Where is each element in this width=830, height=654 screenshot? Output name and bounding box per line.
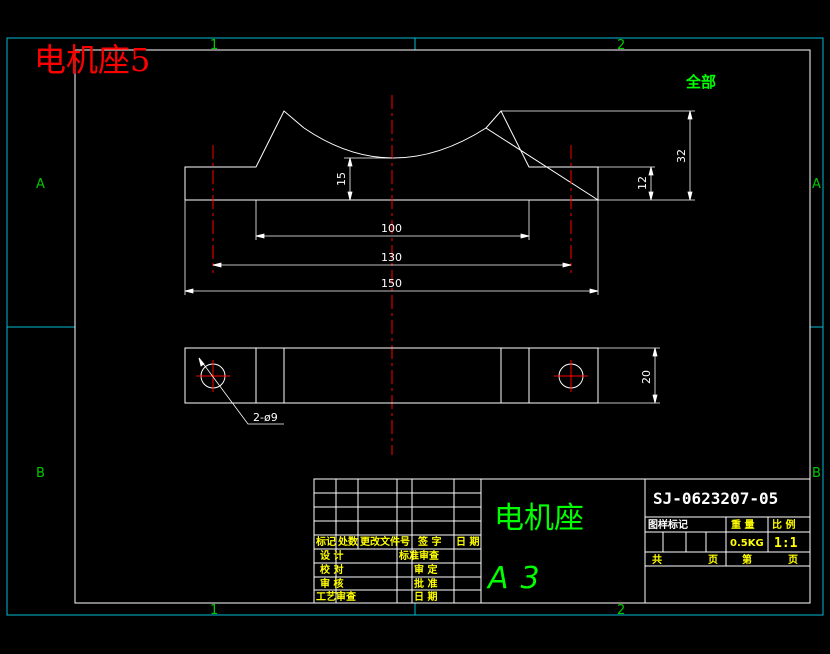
- sheet-size: A3: [486, 561, 552, 596]
- rev-header-count: 处数: [337, 535, 359, 548]
- rev-header-date: 日 期: [456, 535, 479, 548]
- weight-value: 0.5KG: [730, 538, 764, 549]
- top-dimensions: [198, 347, 660, 425]
- drawing-frame: [6, 37, 824, 616]
- view-label: 全部: [685, 73, 716, 91]
- scale-value: 1:1: [774, 536, 798, 551]
- total-sheets-label: 共: [652, 553, 662, 566]
- col-scale: 比 例: [772, 518, 795, 531]
- title-block-border: [313, 478, 811, 604]
- sheet-no-unit: 页: [788, 554, 798, 566]
- front-dimensions: [184, 110, 695, 295]
- overlay-title: 电机座5: [34, 41, 150, 79]
- hole-leader-arrow: [198, 357, 205, 367]
- zone-label-right-a: A: [812, 177, 821, 192]
- dim-20-label: 20: [640, 370, 653, 384]
- rev-header-mark: 标记: [315, 535, 336, 548]
- dim-arrows-12: [648, 166, 654, 201]
- total-sheets-unit: 页: [708, 554, 718, 566]
- dim-32-label: 32: [675, 149, 688, 163]
- dim-12-label: 12: [636, 176, 649, 190]
- part-name: 电机座: [494, 501, 584, 536]
- sign-process-review: 工艺审查: [316, 590, 357, 603]
- sign-date: 日 期: [414, 590, 437, 603]
- front-view-outline: [184, 110, 599, 201]
- dim-arrows-100: [255, 233, 530, 239]
- zone-label-bottom-2: 2: [617, 603, 625, 618]
- sign-design: 设 计: [320, 549, 343, 562]
- dim-arrows-15: [347, 157, 353, 201]
- zone-label-left-b: B: [36, 466, 45, 481]
- rev-header-sign: 签 字: [417, 535, 441, 548]
- dim-15-label: 15: [335, 172, 348, 186]
- rev-header-doc: 更改文件号: [360, 535, 410, 548]
- sign-standard-review: 标准审查: [398, 549, 440, 562]
- zone-label-right-b: B: [812, 466, 821, 481]
- sheet-no-label: 第: [742, 553, 752, 566]
- top-view-outline: [184, 347, 599, 404]
- saddle-arc: [303, 127, 487, 159]
- hole-center-marks: [196, 360, 588, 392]
- dim-150-label: 150: [381, 277, 402, 290]
- sign-ratify: 批 准: [414, 577, 437, 590]
- hole-leader-line: [198, 357, 284, 425]
- zone-label-top-2: 2: [617, 38, 625, 53]
- title-block: 电机座 SJ-0623207-05 A3 图样标记 重 量 比 例 0.5KG …: [313, 478, 811, 604]
- title-block-grid: [313, 478, 811, 604]
- dim-arrows-150: [184, 288, 599, 294]
- zone-label-top-1: 1: [210, 38, 218, 53]
- dim-100-label: 100: [381, 222, 402, 235]
- front-center-lines: [212, 95, 572, 455]
- zone-label-left-a: A: [36, 177, 45, 192]
- sign-check: 校 对: [320, 563, 343, 576]
- dim-arrows-32: [687, 110, 693, 201]
- drawing-number: SJ-0623207-05: [653, 489, 778, 508]
- sign-review: 审 核: [320, 577, 343, 590]
- sign-approve: 审 定: [414, 563, 437, 576]
- dim-130-label: 130: [381, 251, 402, 264]
- hole-callout-label: 2-ø9: [253, 411, 278, 424]
- dim-arrows-130: [212, 262, 572, 268]
- zone-label-bottom-1: 1: [210, 603, 218, 618]
- col-stage-mark: 图样标记: [648, 518, 688, 531]
- col-weight: 重 量: [731, 518, 754, 531]
- dim-arrows-20: [652, 347, 658, 404]
